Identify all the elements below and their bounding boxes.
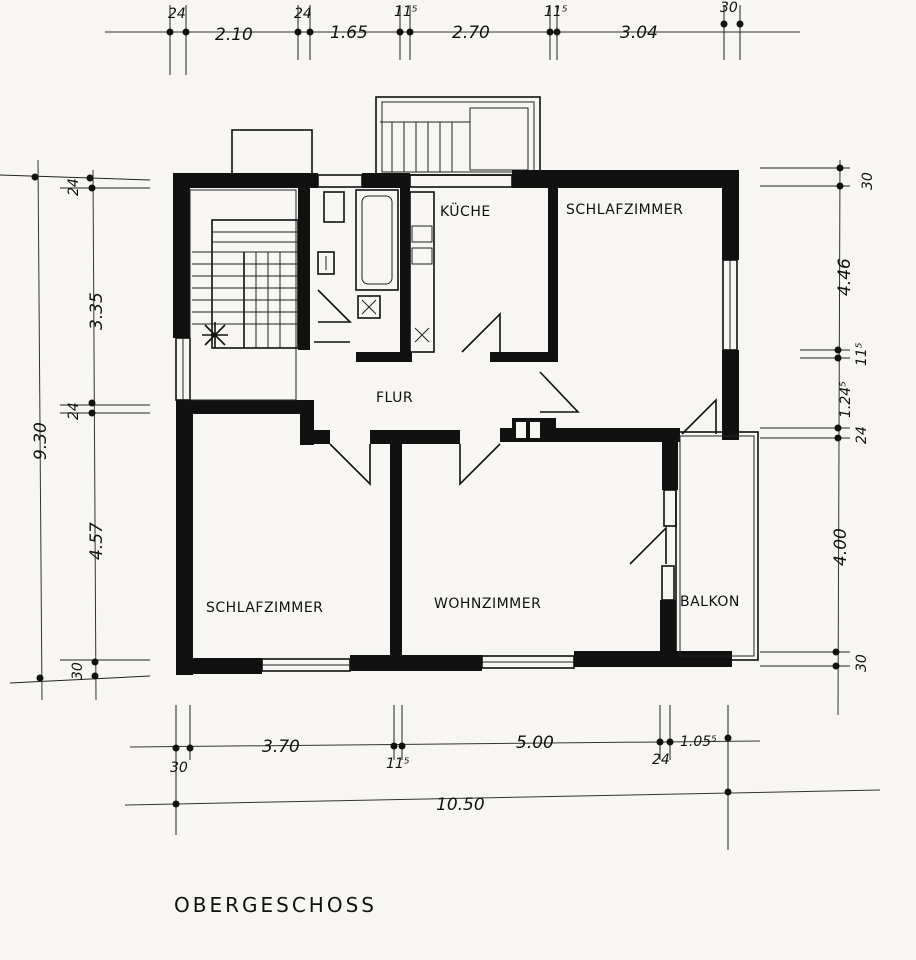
top-dim-7: 11⁵ — [544, 4, 568, 20]
top-dim-9: 30 — [720, 0, 738, 16]
bottom-dim-6: 1.05⁵ — [680, 734, 717, 750]
bottom-dimension-chain: 30 3.70 11⁵ 5.00 24 1.05⁵ 10.50 — [124, 705, 881, 850]
room-label-wohnzimmer: WOHNZIMMER — [434, 596, 541, 612]
balcony — [675, 431, 759, 661]
plan-title: OBERGESCHOSS — [174, 893, 377, 917]
room-label-kueche: KÜCHE — [440, 202, 491, 220]
top-dim-2: 2.10 — [215, 25, 253, 45]
staircase — [189, 189, 299, 401]
top-dim-6: 2.70 — [452, 23, 490, 43]
top-dim-8: 3.04 — [620, 23, 658, 43]
right-dim-2: 4.46 — [835, 258, 855, 296]
left-dim-5: 4.57 — [87, 522, 107, 560]
roof-projections — [231, 96, 541, 176]
right-dim-5: 24 — [854, 426, 870, 444]
left-dim-6: 30 — [70, 662, 86, 680]
chimney-flues — [516, 422, 540, 438]
room-label-schlafzimmer-2: SCHLAFZIMMER — [206, 600, 323, 616]
right-dim-6: 4.00 — [831, 528, 851, 566]
room-label-balkon: BALKON — [680, 594, 740, 610]
top-dimension-chain: 24 2.10 24 1.65 11⁵ 2.70 11⁵ 3.04 30 — [105, 0, 800, 75]
top-dim-4: 1.65 — [330, 23, 368, 43]
bottom-dim-4: 5.00 — [516, 733, 554, 753]
top-dim-3: 24 — [294, 6, 312, 22]
room-label-flur: FLUR — [376, 390, 413, 406]
right-dim-1: 30 — [860, 172, 876, 190]
bottom-dim-total: 10.50 — [436, 795, 485, 815]
right-dim-4: 1.24⁵ — [838, 381, 854, 418]
right-dimension-chain: 30 4.46 11⁵ 1.24⁵ 24 4.00 30 — [760, 159, 876, 716]
top-dim-5: 11⁵ — [394, 4, 418, 20]
bottom-dim-1: 30 — [170, 760, 188, 776]
door-swings — [314, 341, 717, 565]
bottom-dim-2: 3.70 — [262, 737, 300, 757]
left-dim-3: 24 — [66, 402, 82, 420]
left-dim-4: 9.30 — [31, 422, 51, 460]
bathroom-fixtures — [317, 189, 501, 353]
right-dim-7: 30 — [854, 654, 870, 672]
room-label-schlafzimmer-1: SCHLAFZIMMER — [566, 202, 683, 218]
right-dim-3: 11⁵ — [854, 342, 870, 366]
bottom-dim-3: 11⁵ — [386, 756, 410, 772]
top-dim-1: 24 — [168, 6, 186, 22]
left-dim-2: 3.35 — [87, 292, 107, 330]
left-dimension-chain: 24 3.35 24 9.30 4.57 30 — [0, 159, 151, 701]
bottom-dim-5: 24 — [652, 752, 670, 768]
left-dim-1: 24 — [66, 178, 82, 196]
